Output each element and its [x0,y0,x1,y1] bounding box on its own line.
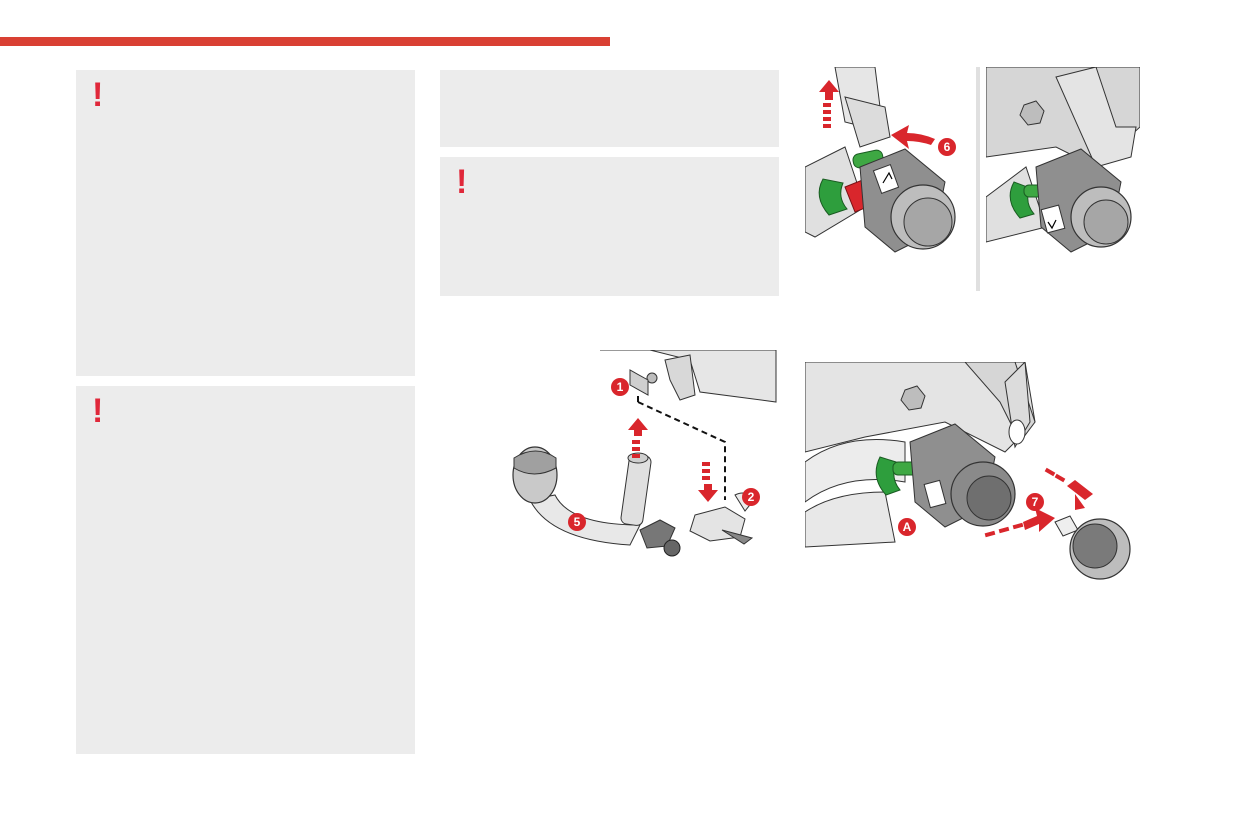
callout-5: 5 [574,515,581,529]
warning-icon: ! [92,76,104,114]
knob-removal-illustration: 7 A [805,362,1135,587]
warning-icon: ! [456,163,468,201]
figure-divider [976,67,980,291]
towbar-assembly-illustration: 1 2 5 [500,350,780,575]
callout-1: 1 [617,380,624,394]
header-accent-bar [0,37,610,46]
callout-2: 2 [748,490,755,504]
callout-7: 7 [1032,495,1039,509]
locking-knob-illustration: 6 [805,67,970,292]
callout-6: 6 [944,140,951,154]
info-box [440,70,779,147]
warning-box-3: ! [440,157,779,296]
warning-box-2: ! [76,386,415,754]
locked-knob-illustration [986,67,1140,292]
warning-icon: ! [92,392,104,430]
warning-box-1: ! [76,70,415,376]
callout-A: A [903,520,912,534]
